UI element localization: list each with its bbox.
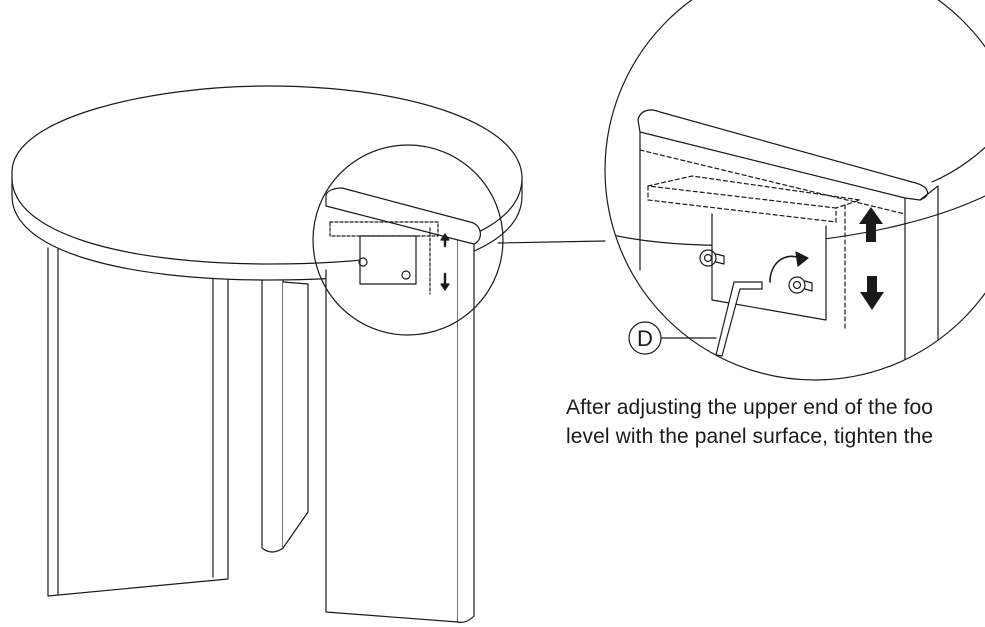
bolt-left bbox=[699, 249, 725, 267]
bolt-right bbox=[788, 276, 813, 294]
leg-panel-front bbox=[325, 187, 481, 623]
instruction-line-2: level with the panel surface, tighten th… bbox=[566, 425, 934, 448]
round-table bbox=[11, 85, 606, 623]
instruction-line-1: After adjusting the upper end of the foo bbox=[566, 396, 934, 419]
leg-panel-back-center bbox=[261, 279, 309, 553]
leg-panel-back-left bbox=[47, 247, 229, 597]
callout-d bbox=[628, 321, 717, 355]
callout-d-label: D bbox=[637, 326, 653, 351]
adjust-down-arrow-icon bbox=[860, 276, 884, 310]
allen-key bbox=[715, 281, 763, 357]
leader-line bbox=[497, 240, 606, 244]
detail-circle-zoom bbox=[604, 0, 985, 381]
detail-circle-small bbox=[312, 144, 504, 336]
adjust-up-arrow-icon bbox=[859, 207, 883, 242]
